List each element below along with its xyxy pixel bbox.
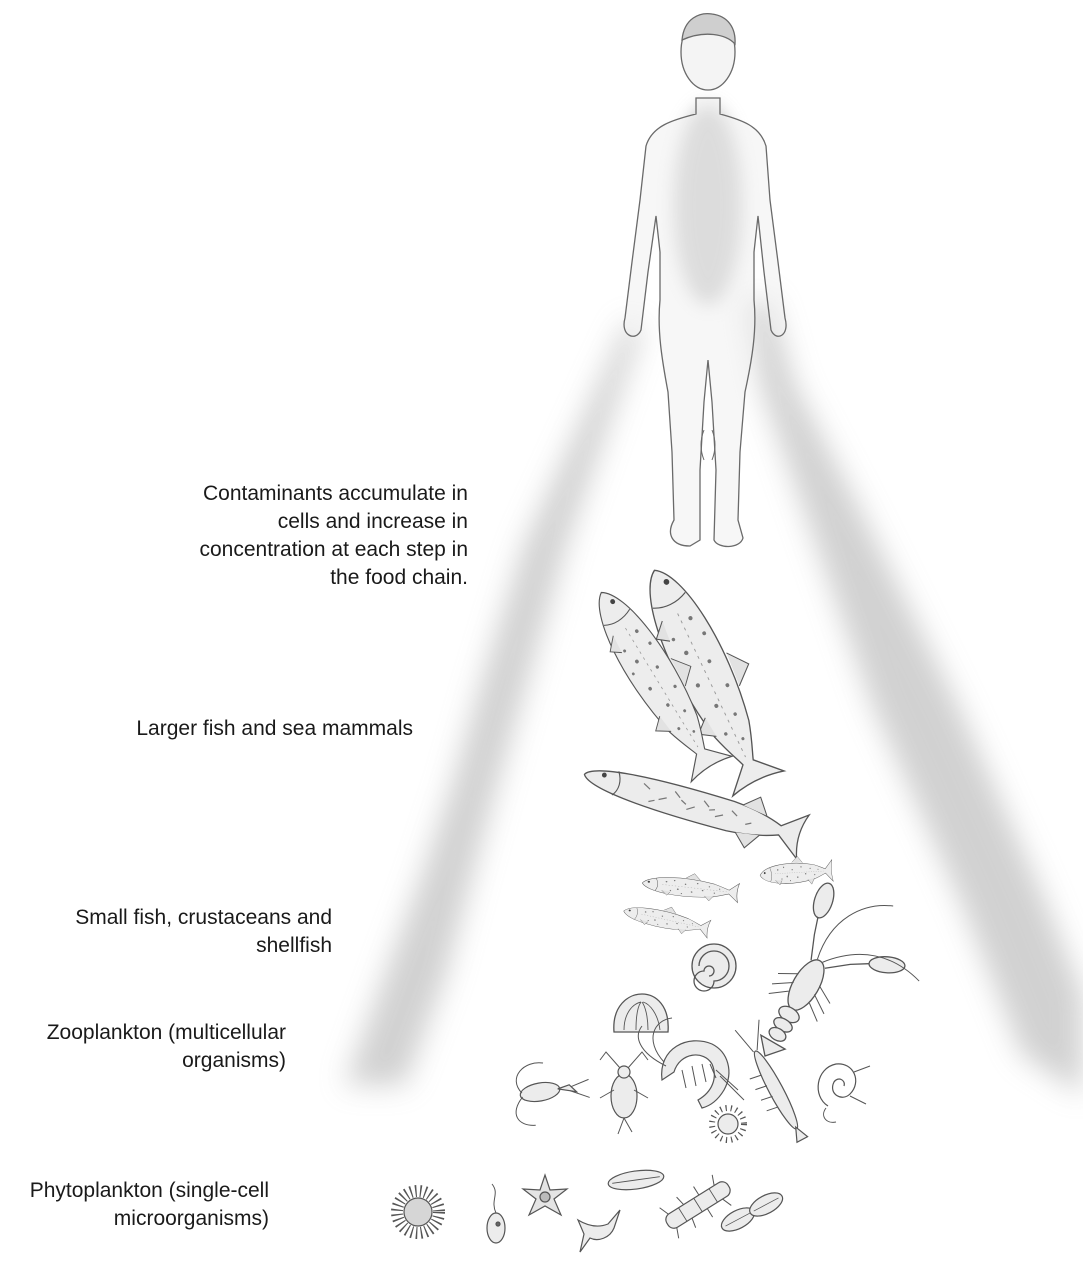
- small-fish-label: Small fish, crustaceans and shellfish: [20, 904, 332, 960]
- rotifer-illustration: [712, 1108, 744, 1140]
- clam-illustration: [614, 994, 668, 1032]
- pike-illustration: [577, 749, 810, 863]
- larva-illustration: [818, 1064, 870, 1122]
- zooplankton-label-line: organisms): [0, 1047, 286, 1075]
- contaminants-caption: Contaminants accumulate in cells and inc…: [120, 480, 468, 592]
- zooplankton-label: Zooplankton (multicellular organisms): [0, 1019, 286, 1075]
- contaminants-caption-line: cells and increase in: [120, 508, 468, 536]
- flagellate-illustration: [487, 1184, 505, 1243]
- contaminants-caption-line: concentration at each step in: [120, 536, 468, 564]
- copepod-illustration: [508, 1054, 595, 1128]
- zooplankton-group: [508, 1018, 870, 1148]
- daphnia-illustration: [600, 1052, 648, 1134]
- ceratium-illustration: [578, 1210, 620, 1252]
- small-fish-illustration: [622, 898, 712, 940]
- small-fish-label-line: Small fish, crustaceans and: [20, 904, 332, 932]
- contaminants-caption-line: Contaminants accumulate in: [120, 480, 468, 508]
- larger-fish-label-line: Larger fish and sea mammals: [60, 715, 413, 743]
- zooplankton-label-line: Zooplankton (multicellular: [0, 1019, 286, 1047]
- contaminants-caption-line: the food chain.: [120, 564, 468, 592]
- larger-fish-label: Larger fish and sea mammals: [60, 715, 413, 743]
- star-dinoflagellate-illustration: [523, 1175, 567, 1215]
- small-fish-illustration: [641, 868, 740, 904]
- human-figure: [624, 14, 786, 547]
- larger-fish-group: [577, 551, 810, 862]
- snail-shell-illustration: [692, 944, 736, 991]
- small-fish-illustration: [759, 854, 833, 888]
- left-shading-band: [345, 320, 642, 1085]
- phytoplankton-label-line: Phytoplankton (single-cell: [0, 1177, 269, 1205]
- shrimp-illustration: [638, 1018, 744, 1108]
- phytoplankton-group: [397, 1167, 786, 1252]
- small-fish-label-line: shellfish: [20, 932, 332, 960]
- lens-diatom-illustration: [607, 1167, 665, 1193]
- spiky-algae-illustration: [397, 1191, 439, 1233]
- phytoplankton-label-line: microorganisms): [0, 1205, 269, 1233]
- phytoplankton-label: Phytoplankton (single-cell microorganism…: [0, 1177, 269, 1233]
